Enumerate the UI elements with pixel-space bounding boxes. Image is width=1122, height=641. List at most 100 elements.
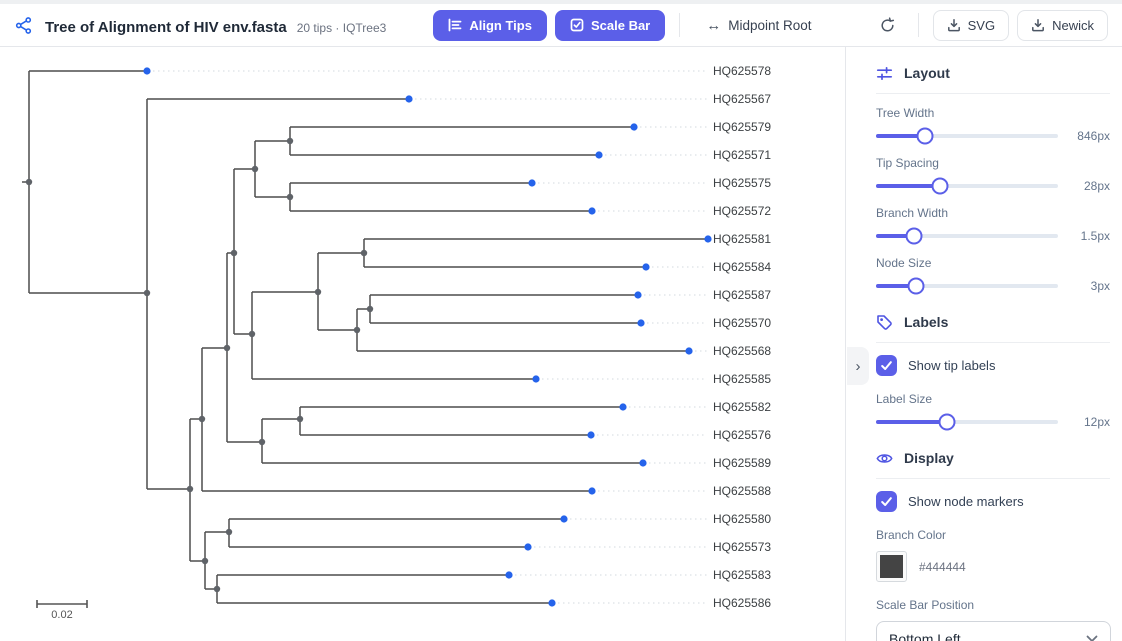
internal-node-marker[interactable] [248, 330, 256, 338]
tip-node-marker[interactable] [532, 375, 540, 383]
tip-label[interactable]: HQ625587 [713, 288, 771, 302]
tip-label[interactable]: HQ625572 [713, 204, 771, 218]
tag-icon [876, 314, 893, 331]
scale-bar-position-select[interactable]: Bottom Left [876, 621, 1111, 641]
branch-width-slider[interactable] [876, 227, 1058, 245]
tip-node-marker[interactable] [560, 515, 568, 523]
tip-node-marker[interactable] [528, 179, 536, 187]
tip-label[interactable]: HQ625571 [713, 148, 771, 162]
tip-node-marker[interactable] [588, 207, 596, 215]
internal-node-marker[interactable] [213, 585, 221, 593]
tip-node-marker[interactable] [405, 95, 413, 103]
internal-node-marker[interactable] [360, 249, 368, 257]
show-tip-labels-checkbox[interactable]: Show tip labels [876, 355, 1110, 376]
tip-label[interactable]: HQ625580 [713, 512, 771, 526]
tip-label[interactable]: HQ625589 [713, 456, 771, 470]
section-title-layout: Layout [904, 65, 950, 81]
settings-sidebar: › Layout Tree Width [845, 47, 1122, 641]
labels-section-header: Labels [876, 310, 1110, 334]
tip-node-marker[interactable] [595, 151, 603, 159]
left-right-arrow-icon: ↔ [706, 16, 722, 34]
tip-label[interactable]: HQ625578 [713, 64, 771, 78]
tip-label[interactable]: HQ625576 [713, 428, 771, 442]
divider [876, 478, 1110, 479]
internal-node-marker[interactable] [225, 528, 233, 536]
internal-node-marker[interactable] [230, 249, 238, 257]
node-size-slider[interactable] [876, 277, 1058, 295]
show-node-markers-checkbox[interactable]: Show node markers [876, 491, 1110, 512]
slider-handle[interactable] [907, 277, 925, 295]
tip-node-marker[interactable] [524, 543, 532, 551]
tip-node-marker[interactable] [548, 599, 556, 607]
tree-width-slider[interactable] [876, 127, 1058, 145]
scale-bar-button[interactable]: Scale Bar [554, 9, 666, 41]
internal-node-marker[interactable] [314, 288, 322, 296]
slider-handle[interactable] [938, 413, 956, 431]
internal-node-marker[interactable] [198, 415, 206, 423]
tip-node-marker[interactable] [619, 403, 627, 411]
tree-width-control: Tree Width 846px [876, 106, 1110, 145]
slider-handle[interactable] [916, 127, 934, 145]
internal-node-marker[interactable] [258, 438, 266, 446]
scale-bar-position-label: Scale Bar Position [876, 598, 975, 612]
sidebar-collapse-tab[interactable]: › [847, 347, 869, 385]
tip-label[interactable]: HQ625584 [713, 260, 771, 274]
refresh-icon [881, 16, 894, 31]
tip-node-marker[interactable] [588, 487, 596, 495]
internal-node-marker[interactable] [286, 137, 294, 145]
slider-handle[interactable] [931, 177, 949, 195]
align-tips-button[interactable]: Align Tips [433, 9, 547, 41]
tip-node-marker[interactable] [637, 319, 645, 327]
tip-label[interactable]: HQ625585 [713, 372, 771, 386]
checkbox-checked-icon [876, 491, 897, 512]
internal-node-marker[interactable] [366, 305, 374, 313]
internal-node-marker[interactable] [25, 178, 33, 186]
tip-label[interactable]: HQ625582 [713, 400, 771, 414]
internal-node-marker[interactable] [296, 415, 304, 423]
tip-label[interactable]: HQ625573 [713, 540, 771, 554]
section-title-labels: Labels [904, 314, 949, 330]
toolbar-divider [679, 13, 681, 37]
slider-handle[interactable] [905, 227, 923, 245]
export-svg-button[interactable]: SVG [932, 9, 1010, 41]
chevron-right-icon: › [855, 357, 861, 375]
branch-color-swatch[interactable] [876, 551, 907, 582]
scale-bar-label: 0.02 [51, 609, 72, 621]
tip-node-marker[interactable] [704, 235, 712, 243]
internal-node-marker[interactable] [186, 485, 194, 493]
internal-node-marker[interactable] [251, 165, 259, 173]
tip-node-marker[interactable] [634, 291, 642, 299]
display-section-header: Display [876, 446, 1110, 470]
midpoint-root-button[interactable]: ↔ Midpoint Root [694, 9, 823, 42]
tip-label[interactable]: HQ625586 [713, 596, 771, 610]
tip-label[interactable]: HQ625567 [713, 92, 771, 106]
tip-node-marker[interactable] [505, 571, 513, 579]
share-tree-icon [14, 16, 33, 40]
tip-node-marker[interactable] [630, 123, 638, 131]
label-size-slider[interactable] [876, 413, 1058, 431]
select-value: Bottom Left [889, 631, 961, 641]
tip-node-marker[interactable] [143, 67, 151, 75]
tip-spacing-slider[interactable] [876, 177, 1058, 195]
refresh-button[interactable] [871, 13, 904, 38]
tip-node-marker[interactable] [587, 431, 595, 439]
internal-node-marker[interactable] [223, 344, 231, 352]
tip-label[interactable]: HQ625570 [713, 316, 771, 330]
internal-node-marker[interactable] [201, 557, 209, 565]
tip-node-marker[interactable] [639, 459, 647, 467]
internal-node-marker[interactable] [286, 193, 294, 201]
tip-label[interactable]: HQ625581 [713, 232, 771, 246]
sliders-icon [876, 65, 893, 82]
tip-label[interactable]: HQ625575 [713, 176, 771, 190]
internal-node-marker[interactable] [143, 289, 151, 297]
label-size-control: Label Size 12px [876, 392, 1110, 431]
tip-label[interactable]: HQ625583 [713, 568, 771, 582]
export-newick-button[interactable]: Newick [1017, 9, 1108, 41]
tip-node-marker[interactable] [642, 263, 650, 271]
tip-node-marker[interactable] [685, 347, 693, 355]
tip-label[interactable]: HQ625588 [713, 484, 771, 498]
tip-label[interactable]: HQ625579 [713, 120, 771, 134]
internal-node-marker[interactable] [353, 326, 361, 334]
tip-label[interactable]: HQ625568 [713, 344, 771, 358]
